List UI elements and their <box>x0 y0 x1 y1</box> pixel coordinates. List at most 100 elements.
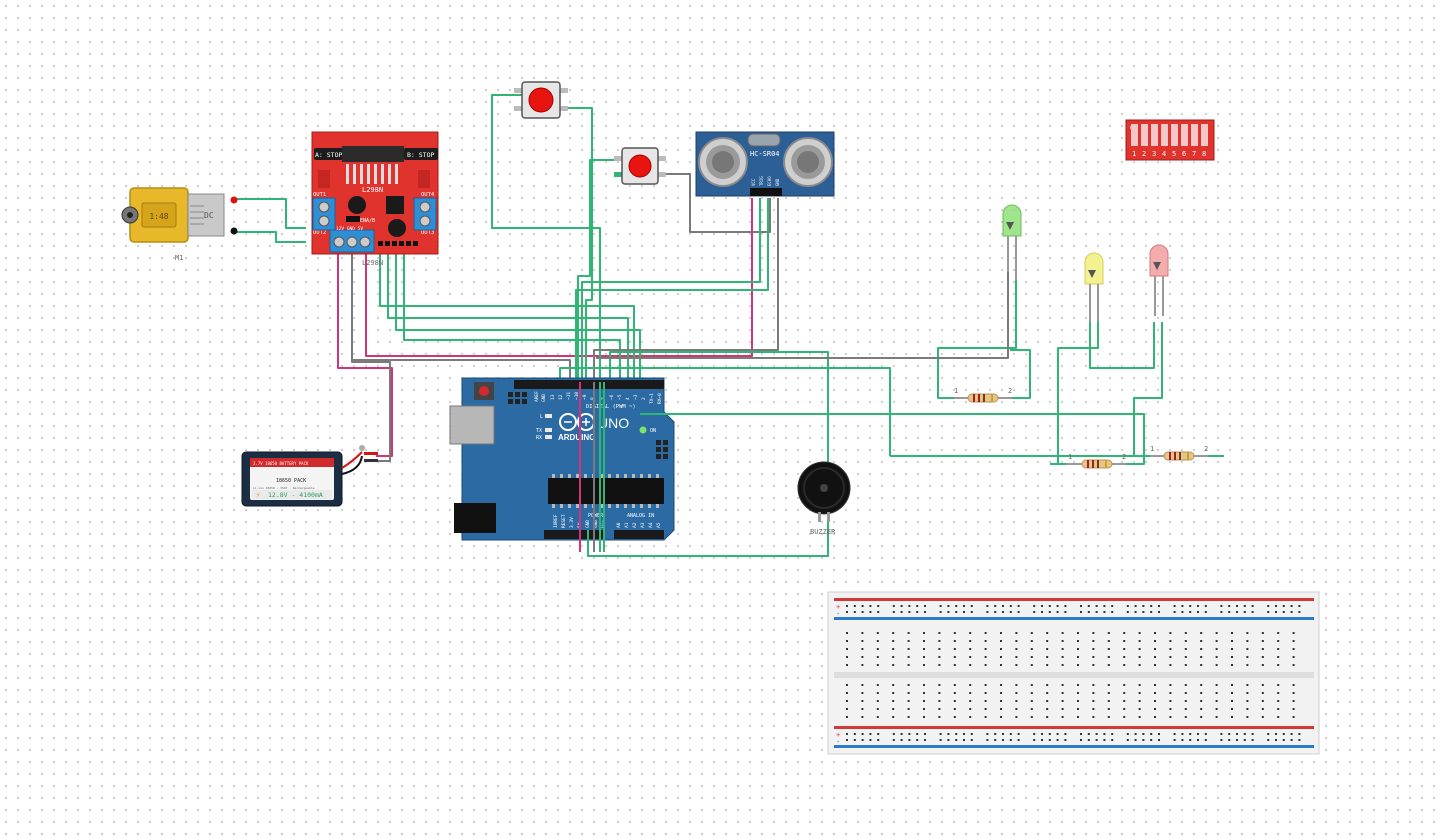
dip-num-8: 8 <box>1202 150 1206 158</box>
resistor-1-pin1: 1 <box>954 387 958 395</box>
wire-btn2-a[interactable] <box>577 159 622 382</box>
uno-d12: 12 <box>558 394 564 400</box>
l298n-driver[interactable]: A: STOP B: STOP L298N ENA/B OUT1 OUT2 OU… <box>311 131 439 267</box>
resistor-3-pin2: 2 <box>1204 445 1208 453</box>
wire-led-yellow[interactable] <box>1057 322 1099 464</box>
sensor-pin-echo: ECHO <box>767 176 772 186</box>
battery-pack[interactable]: 3.7V 18650 BATTERY PACK 18650 PACK Li-io… <box>241 445 378 507</box>
dip-num-2: 2 <box>1142 150 1146 158</box>
sensor-model: HC-SR04 <box>750 150 780 158</box>
led-green[interactable] <box>1002 204 1022 280</box>
driver-b-stop: B: STOP <box>407 151 434 159</box>
wire-btn1-a[interactable] <box>491 94 601 552</box>
resistor-1[interactable]: 1 2 <box>954 387 1012 403</box>
power-header[interactable] <box>544 530 604 539</box>
driver-out2: OUT2 <box>313 230 326 236</box>
uno-d11: ~11 <box>566 392 572 400</box>
breadboard[interactable]: + - + - <box>827 591 1320 755</box>
wire-led-green[interactable] <box>937 270 1017 399</box>
breadboard-holes[interactable] <box>846 605 1301 741</box>
driver-jumper-label: ENA/B <box>360 218 375 224</box>
uno-gnd2: GND <box>593 520 599 528</box>
wire-driver-12v[interactable] <box>337 250 393 457</box>
dip-num-3: 3 <box>1152 150 1156 158</box>
driver-out3: OUT3 <box>421 230 434 236</box>
uno-d13: 13 <box>550 394 556 400</box>
driver-chip-pins <box>346 164 398 184</box>
sensor-pin-trig: TRIG <box>759 176 764 186</box>
uno-d4: 4 <box>625 397 631 400</box>
uno-aref: AREF <box>534 391 540 402</box>
dip-num-5: 5 <box>1172 150 1176 158</box>
wire-sensor-echo[interactable] <box>575 198 769 382</box>
icsp-header <box>508 392 668 459</box>
uno-tx-label: TX <box>536 428 542 434</box>
rail-minus-bottom: - <box>836 738 840 746</box>
uno-d6: ~6 <box>609 394 615 400</box>
wire-res1-out[interactable] <box>1010 349 1031 399</box>
sensor-pin-vcc: VCC <box>751 178 756 186</box>
wire-led-red[interactable] <box>1133 322 1163 457</box>
resistor-2[interactable]: 1 2 <box>1066 453 1126 469</box>
wire-sensor-gnd[interactable] <box>593 198 779 382</box>
button-2-cap-icon[interactable] <box>628 154 652 178</box>
wire-btn1-b[interactable] <box>562 107 593 382</box>
dip-switch[interactable]: ON 1 2 3 4 5 6 7 8 <box>1125 119 1215 161</box>
wires-over-board <box>579 382 1144 556</box>
wire-driver-in3[interactable] <box>395 250 641 382</box>
dc-motor[interactable]: 1:48 DC M1 <box>121 187 238 262</box>
uno-a1: A1 <box>624 522 630 528</box>
motor-ref: M1 <box>175 254 183 262</box>
led-yellow[interactable] <box>1084 252 1104 322</box>
reset-button-icon[interactable] <box>479 386 489 396</box>
wire-led-green-gnd[interactable] <box>596 270 1009 359</box>
battery-pack-label: 18650 PACK <box>276 478 306 484</box>
button-1-cap-icon[interactable] <box>528 87 554 113</box>
uno-on-label: ON <box>650 428 656 434</box>
uno-on-led-icon <box>639 426 647 434</box>
driver-out4: OUT4 <box>421 192 435 198</box>
uno-analog-label: ANALOG IN <box>627 513 654 519</box>
resistor-3-pin1: 1 <box>1150 445 1154 453</box>
wire-driver-in1[interactable] <box>379 250 635 382</box>
dip-num-4: 4 <box>1162 150 1166 158</box>
resistor-3[interactable]: 1 2 <box>1150 445 1208 461</box>
uno-power-label: POWER <box>588 513 604 519</box>
wire-btn2-b[interactable] <box>660 173 771 233</box>
push-button-2[interactable] <box>614 147 666 185</box>
wire-motor-a[interactable] <box>236 198 306 229</box>
atmega-pins <box>552 474 659 508</box>
wire-pin-long[interactable] <box>559 367 891 456</box>
uno-digital-label: DIGITAL (PWM ~) <box>586 404 636 410</box>
motor-terminal-red[interactable] <box>230 196 238 204</box>
wire-res2-out[interactable] <box>639 382 1145 465</box>
wire-driver-in4[interactable] <box>403 250 621 382</box>
wire-motor-b[interactable] <box>236 231 306 243</box>
wire-led-yellow-b[interactable] <box>1089 322 1155 369</box>
led-red[interactable] <box>1149 244 1169 316</box>
push-button-1[interactable] <box>514 81 568 119</box>
ultrasonic-sensor[interactable]: HC-SR04 VCC TRIG ECHO GND <box>695 131 835 197</box>
battery-terminal[interactable] <box>359 445 365 451</box>
driver-out1: OUT1 <box>313 192 326 198</box>
uno-a4: A4 <box>648 522 654 528</box>
motor-body-label: DC <box>204 211 214 220</box>
uno-d5: ~5 <box>617 394 623 400</box>
motor-terminal-black[interactable] <box>230 227 238 235</box>
battery-fine: Li-ion 18650 - 3S1P - Rechargeable <box>253 486 315 490</box>
arduino-uno[interactable]: AREF GND 13 12 ~11 ~10 ~9 8 7 ~6 ~5 4 ~3… <box>449 377 675 541</box>
dip-toggles[interactable] <box>1131 124 1208 146</box>
uno-reset: RESET <box>561 514 567 528</box>
uno-rx0: RX←0 <box>657 393 663 404</box>
wire-sensor-trig[interactable] <box>581 198 761 382</box>
digital-header[interactable] <box>514 380 664 389</box>
analog-header[interactable] <box>614 530 664 539</box>
wire-driver-gnd[interactable] <box>351 250 391 462</box>
rail-minus-top: - <box>836 610 840 618</box>
usb-port <box>449 405 495 445</box>
buzzer[interactable]: BUZZER <box>797 461 851 536</box>
driver-terms: 12V GND 5V <box>336 226 363 232</box>
dip-num-7: 7 <box>1192 150 1196 158</box>
uno-model: UNO <box>598 415 629 431</box>
